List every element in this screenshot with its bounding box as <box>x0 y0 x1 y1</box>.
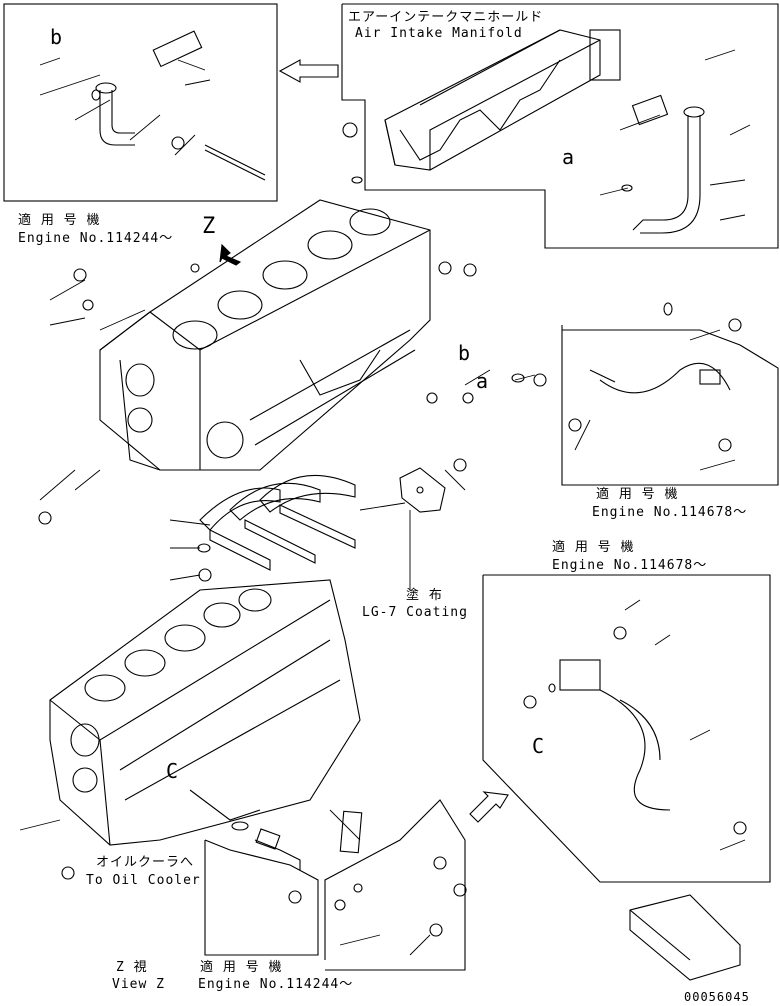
inset-frame-right-lower <box>482 574 771 883</box>
air-intake-label-en: Air Intake Manifold <box>355 26 523 41</box>
serial-label-en-3: Engine No.114678～ <box>552 558 708 573</box>
gasket-plate <box>339 810 363 854</box>
ref-letter-a-mid: a <box>476 369 490 393</box>
sensor-block <box>559 659 601 691</box>
inset-frame-bottom-mid <box>324 799 466 971</box>
pipe-hose <box>631 94 669 126</box>
coating-label-jp: 塗 布 <box>406 588 443 603</box>
serial-label-jp-2: 適 用 号 機 <box>596 487 679 502</box>
air-intake-label-jp: エアーインテークマニホールド <box>348 10 544 25</box>
oil-pressure-sensor <box>254 839 301 870</box>
ref-letter-z: Z <box>202 214 217 239</box>
view-z-label-en: View Z <box>112 977 165 992</box>
leader-lines <box>19 49 751 956</box>
breather-pipe <box>632 115 689 231</box>
serial-label-jp-1: 適 用 号 機 <box>18 213 101 228</box>
drawing-number: 00056045 <box>684 990 750 1004</box>
inset-frame-top-left <box>3 3 278 202</box>
bolt-icons <box>38 122 747 937</box>
gasket-rings <box>91 89 673 893</box>
serial-label-en-1: Engine No.114244～ <box>18 231 174 246</box>
inset-frame-right-middle <box>561 325 779 486</box>
view-z-label-jp: Z 視 <box>116 960 148 975</box>
inset-pipe <box>99 90 135 146</box>
ref-letter-c-right: C <box>532 734 546 758</box>
filter-element <box>629 894 741 981</box>
serial-label-jp-4: 適 用 号 機 <box>200 960 283 975</box>
serial-label-en-2: Engine No.114678～ <box>592 505 748 520</box>
engine-block-upper <box>99 199 431 471</box>
side-cover-plate <box>399 467 446 513</box>
oil-cooler-label-en: To Oil Cooler <box>86 873 201 888</box>
transfer-arrow-left <box>278 59 339 83</box>
ref-letter-a-top: a <box>562 145 576 169</box>
sensor-cable <box>599 362 731 394</box>
serial-label-jp-3: 適 用 号 機 <box>552 540 635 555</box>
engine-block-lower <box>49 579 361 846</box>
inset-frame-view-z <box>204 839 319 956</box>
ref-letter-b-mid: b <box>458 341 472 365</box>
view-z-arrow <box>219 243 242 266</box>
coating-label-en: LG-7 Coating <box>362 605 468 620</box>
serial-label-en-4: Engine No.114244～ <box>198 977 354 992</box>
transfer-arrow-up-right <box>469 791 509 823</box>
main-bearing-caps <box>199 474 356 571</box>
ref-letter-b-top: b <box>50 25 64 49</box>
air-intake-manifold <box>384 29 621 171</box>
inset-frame-top-right <box>341 3 779 249</box>
ref-letter-c-lower: C <box>166 759 180 783</box>
oil-cooler-label-jp: オイルクーラへ <box>96 855 195 870</box>
